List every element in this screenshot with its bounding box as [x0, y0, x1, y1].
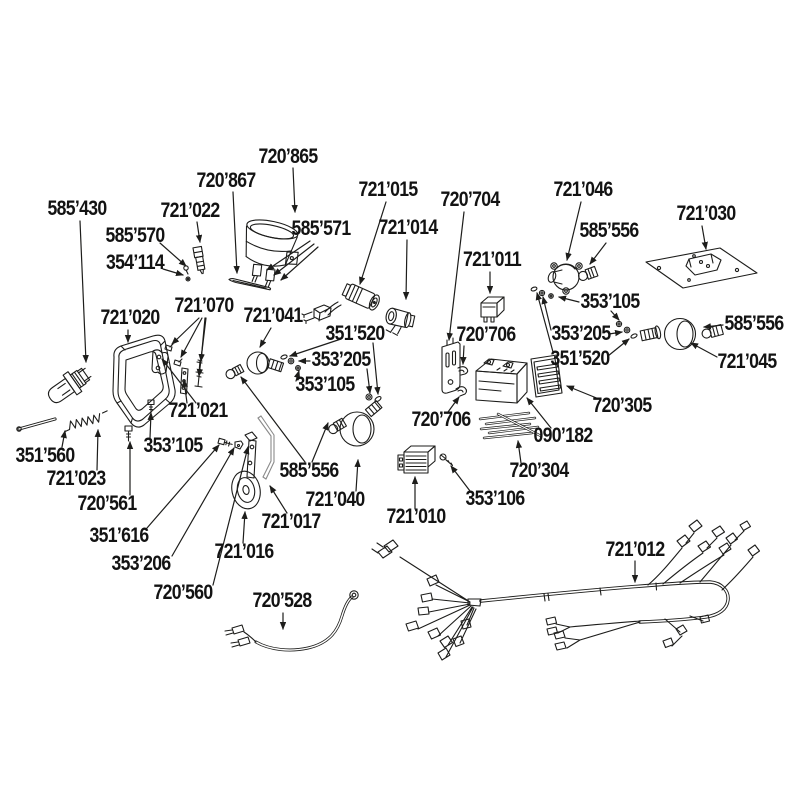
part-label-43: 721’017 — [261, 510, 321, 533]
small-screw-illustration — [183, 265, 191, 282]
part-label-35: 351’560 — [15, 444, 75, 467]
trim-blade-illustration — [228, 278, 272, 291]
part-label-32: 353’105 — [295, 373, 355, 396]
flasher-relay-illustration — [397, 445, 436, 474]
part-label-2: 585’570 — [105, 224, 165, 247]
spring-illustration — [64, 410, 108, 433]
part-label-34: 353’105 — [143, 434, 203, 457]
wiring-harness-illustration — [371, 519, 761, 661]
part-label-8: 721’014 — [378, 216, 438, 239]
part-label-13: 721’011 — [462, 248, 522, 271]
part-label-15: 353’205 — [551, 322, 611, 345]
part-label-36: 721’023 — [46, 467, 106, 490]
part-label-25: 721’010 — [386, 505, 446, 528]
part-label-38: 351’616 — [89, 524, 149, 547]
part-label-4: 720’867 — [196, 169, 256, 192]
turn-signal-right-illustration — [639, 317, 724, 351]
turn-signal-front-illustration — [225, 351, 301, 380]
part-label-19: 720’305 — [592, 394, 652, 417]
bulb-585556-top-illustration — [577, 265, 599, 281]
turn-signal-rear-illustration — [328, 393, 383, 447]
horn-illustration — [231, 431, 261, 510]
mounting-clips-illustration — [164, 343, 204, 395]
screw-353106-illustration — [439, 453, 454, 467]
bolt-720561-illustration — [124, 425, 133, 442]
part-label-5: 720’865 — [258, 145, 318, 168]
fastener-chain-right-illustration — [615, 320, 638, 339]
cable-clip-illustration — [455, 366, 469, 397]
part-label-6: 585’571 — [291, 217, 351, 240]
part-label-37: 720’561 — [77, 492, 137, 515]
pin-illustration — [16, 417, 57, 432]
part-label-1: 721’022 — [160, 199, 220, 222]
part-label-9: 720’704 — [440, 188, 500, 211]
bolt-353105-illustration — [147, 399, 155, 413]
part-label-27: 721’020 — [100, 306, 160, 329]
ignition-switch-illustration — [301, 283, 380, 325]
part-label-20: 720’706 — [456, 323, 516, 346]
part-label-10: 721’046 — [553, 178, 613, 201]
battery-cover-illustration — [530, 354, 563, 398]
speedometer-illustration — [245, 219, 299, 288]
part-label-26: 721’012 — [605, 538, 665, 561]
wire-guide-illustration — [257, 415, 275, 480]
ground-cable-illustration — [224, 590, 359, 652]
fastener-cluster-illustration — [530, 286, 554, 299]
battery-illustration — [475, 358, 528, 404]
part-label-23: 720’304 — [509, 459, 569, 482]
battery-bracket-illustration — [441, 337, 461, 394]
part-label-0: 585’430 — [47, 197, 107, 220]
bulb-holder-illustration — [192, 245, 206, 275]
part-label-28: 721’070 — [174, 294, 234, 317]
part-label-21: 720’706 — [411, 408, 471, 431]
battery-rods-illustration — [478, 411, 543, 440]
part-label-39: 353’206 — [111, 552, 171, 575]
part-label-11: 585’556 — [579, 219, 639, 242]
part-label-24: 353’106 — [465, 487, 525, 510]
part-label-44: 721’016 — [214, 540, 274, 563]
mounting-plate-illustration — [645, 247, 758, 289]
relay-illustration — [480, 296, 505, 323]
part-label-14: 353’105 — [580, 290, 640, 313]
part-label-33: 721’021 — [168, 399, 228, 422]
horn-screws-illustration — [217, 437, 244, 450]
light-switch-illustration — [385, 307, 416, 336]
part-label-45: 720’528 — [252, 589, 312, 612]
part-label-3: 354’114 — [105, 251, 165, 274]
part-label-16: 351’520 — [550, 347, 610, 370]
part-label-7: 721’015 — [358, 178, 418, 201]
leader-lines — [60, 167, 724, 630]
part-label-42: 721’040 — [305, 488, 365, 511]
part-label-17: 585’556 — [724, 312, 784, 335]
part-label-18: 721’045 — [717, 350, 777, 373]
headlight-bulb-illustration — [47, 367, 92, 404]
part-label-29: 721’041 — [243, 304, 303, 327]
part-label-41: 585’556 — [279, 459, 339, 482]
part-label-30: 351’520 — [325, 322, 385, 345]
part-label-40: 720’560 — [153, 581, 213, 604]
horn-bracket-illustration — [547, 262, 583, 295]
headlight-housing-illustration — [112, 334, 176, 428]
part-label-31: 353’205 — [311, 348, 371, 371]
part-label-22: 090’182 — [533, 424, 593, 447]
part-label-12: 721’030 — [676, 202, 736, 225]
